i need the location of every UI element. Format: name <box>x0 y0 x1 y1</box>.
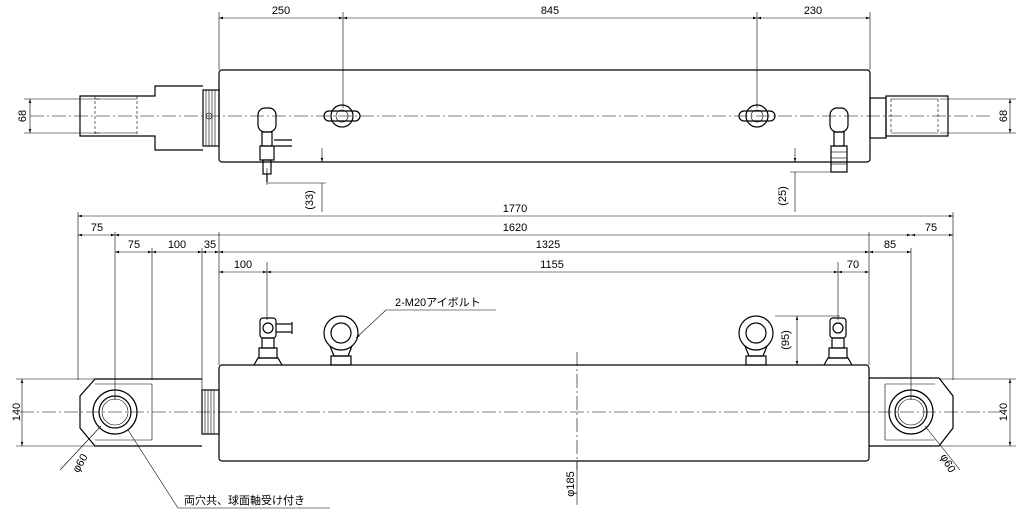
eye-bolt-front-right <box>738 315 774 366</box>
dim-right-75: 75 <box>925 222 937 234</box>
dim-1155: 1155 <box>540 259 564 271</box>
eye-bolt-label: 2-M20アイボルト <box>395 296 481 309</box>
dim-port-100: 100 <box>234 259 252 271</box>
port-fitting-top-left <box>257 107 326 185</box>
dim-port-right-25: (25) <box>777 186 789 206</box>
right-spherical-bearing <box>888 389 934 435</box>
eye-bolt-top-left <box>323 104 361 128</box>
tube-body-front <box>218 364 870 462</box>
top-view: 250 845 230 68 68 <box>17 5 1016 212</box>
dim-1325: 1325 <box>536 239 560 251</box>
dia-60-right: φ60 <box>937 452 957 475</box>
left-clevis <box>79 378 202 447</box>
dim-eye-bolt-95: (95) <box>780 330 792 350</box>
dim-1770: 1770 <box>503 203 527 215</box>
dim-left-75-outer: 75 <box>91 222 103 234</box>
port-fitting-front-left <box>253 317 293 366</box>
dim-right-85: 85 <box>884 239 896 251</box>
left-rod-end <box>79 85 203 151</box>
dim-230: 230 <box>804 5 822 17</box>
port-fitting-top-right <box>790 107 849 173</box>
eye-bolt-top-right <box>738 104 776 128</box>
left-spherical-bearing <box>92 389 138 435</box>
right-rod-end <box>885 95 949 137</box>
dim-845: 845 <box>541 5 559 17</box>
dim-left-100: 100 <box>168 239 186 251</box>
dim-250: 250 <box>272 5 290 17</box>
eye-bolt-front-left <box>323 315 359 366</box>
right-clevis <box>869 377 954 447</box>
dim-1620: 1620 <box>503 222 527 234</box>
dia-185: φ185 <box>565 471 577 497</box>
port-fitting-front-right <box>823 317 853 366</box>
dim-port-70: 70 <box>847 259 859 271</box>
bearing-note: 両穴共、球面軸受け付き <box>184 493 305 507</box>
dim-left-35: 35 <box>204 239 216 251</box>
dim-left-140: 140 <box>11 403 23 421</box>
dim-left-68: 68 <box>17 110 29 122</box>
left-gland <box>202 89 220 147</box>
dim-left-75-inner: 75 <box>128 239 140 251</box>
dim-right-68: 68 <box>998 110 1010 122</box>
front-view: 1770 75 1620 75 75 100 35 1325 85 100 11… <box>11 203 1016 509</box>
dim-port-left-33: (33) <box>304 190 316 210</box>
dim-right-140: 140 <box>998 403 1010 421</box>
